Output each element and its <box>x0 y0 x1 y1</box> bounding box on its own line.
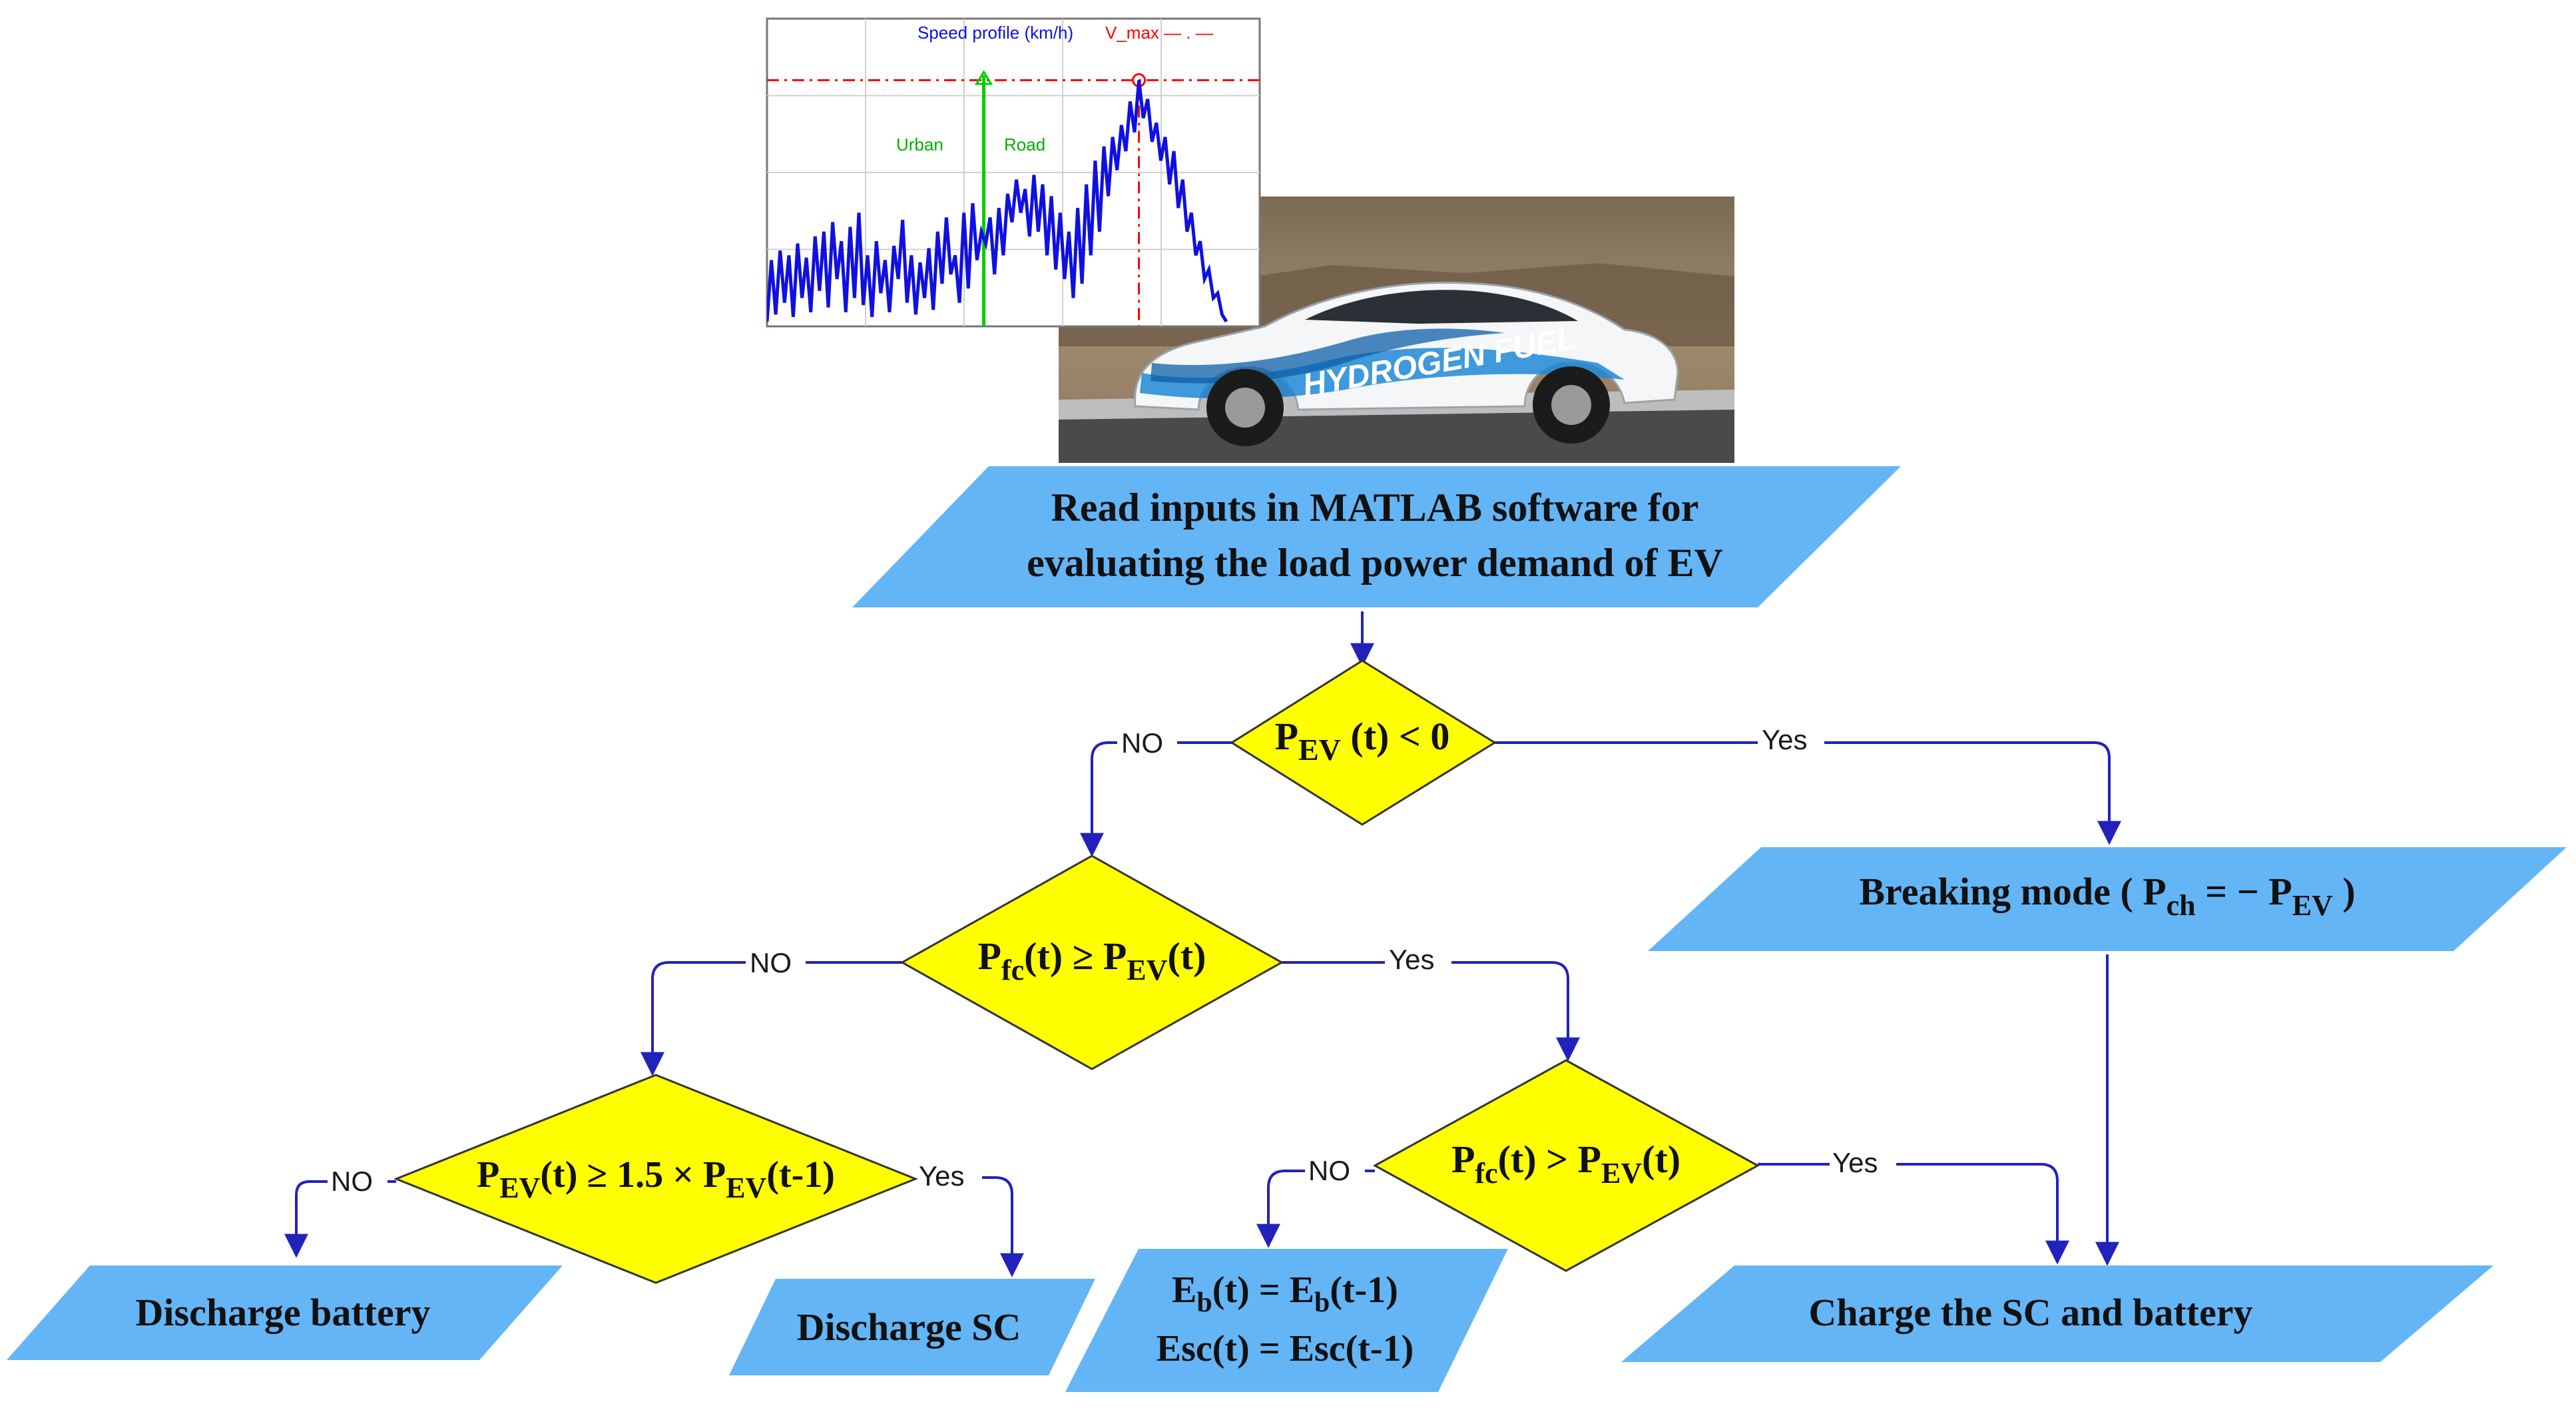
decision-pfc-gt-pev: Pfc(t) > PEV(t) <box>1372 1059 1760 1272</box>
node-braking-mode: Breaking mode ( Pch = − PEV ) <box>1648 847 2567 951</box>
edge-label-no-2: NO <box>750 947 792 978</box>
decision-pev-ge-1-5: PEV(t) ≥ 1.5 × PEV(t-1) <box>393 1074 919 1284</box>
connector-dec1-yes <box>1495 741 2121 845</box>
decision-3-sub2: EV <box>726 1172 766 1204</box>
decision-4-sub2: EV <box>1601 1157 1642 1190</box>
connectors <box>284 611 2121 1277</box>
decision-3-sub1: EV <box>499 1172 540 1204</box>
edge-label-yes-4: Yes <box>1832 1147 1878 1178</box>
decision-pfc-ge-pev: Pfc(t) ≥ PEV(t) <box>900 855 1284 1070</box>
hold-energy-l1-pre: E <box>1172 1269 1196 1311</box>
braking-mode-shape <box>1648 847 2567 951</box>
car-photo: HYDROGEN FUEL <box>1059 196 1734 463</box>
braking-post: ) <box>2333 870 2356 913</box>
decision-3-mid: (t) ≥ 1.5 × P <box>540 1154 726 1196</box>
decision-2-label: Pfc(t) ≥ PEV(t) <box>978 934 1206 986</box>
braking-mode-label: Breaking mode ( Pch = − PEV ) <box>1859 870 2355 922</box>
connector-dec4-yes <box>1758 1163 2069 1265</box>
decision-3-post: (t-1) <box>766 1154 835 1196</box>
decision-4-diamond <box>1372 1059 1760 1272</box>
speed-profile-chart: Speed profile (km/h) V_max — . — Urban R… <box>766 17 1261 328</box>
hold-energy-l1-mid: (t) = E <box>1212 1269 1314 1311</box>
edge-labels: NO Yes NO Yes NO Yes NO Yes <box>328 724 1896 1200</box>
hold-energy-line2: Esc(t) = Esc(t-1) <box>1157 1328 1414 1369</box>
car-body: HYDROGEN FUEL <box>1133 281 1679 446</box>
connector-dec2-yes <box>1282 961 1580 1062</box>
speed-series-line <box>767 80 1228 323</box>
decision-2-sub2: EV <box>1127 954 1167 986</box>
decision-3-label: PEV(t) ≥ 1.5 × PEV(t-1) <box>477 1154 835 1204</box>
edge-label-yes-1: Yes <box>1762 724 1808 755</box>
braking-pre: Breaking mode ( P <box>1859 870 2166 913</box>
discharge-battery-label: Discharge battery <box>136 1291 431 1334</box>
decision-4-sub1: fc <box>1475 1157 1497 1190</box>
node-read-inputs: Read inputs in MATLAB software for evalu… <box>852 466 1901 607</box>
decision-2-sub1: fc <box>1001 954 1024 986</box>
braking-sub2: EV <box>2292 889 2333 922</box>
node-hold-energy: Eb(t) = Eb(t-1) Esc(t) = Esc(t-1) <box>1065 1249 1508 1392</box>
discharge-sc-label: Discharge SC <box>797 1305 1021 1349</box>
connector-dec2-no <box>641 961 902 1076</box>
connector-dec3-no <box>284 1180 396 1258</box>
connector-dec4-no <box>1256 1170 1375 1248</box>
decision-1-diamond <box>1230 659 1497 826</box>
decision-2-diamond <box>900 855 1284 1070</box>
decision-pev-negative: PEV (t) < 0 <box>1230 659 1497 826</box>
node-charge: Charge the SC and battery <box>1621 1265 2493 1362</box>
edge-label-no-1: NO <box>1121 727 1163 759</box>
hold-energy-l1-post: (t-1) <box>1330 1269 1398 1311</box>
decision-3-p: P <box>477 1154 499 1196</box>
node-discharge-battery: Discharge battery <box>7 1265 563 1360</box>
decision-1-label: PEV (t) < 0 <box>1275 715 1450 767</box>
decision-4-mid: (t) > P <box>1498 1138 1601 1181</box>
decision-2-mid: (t) ≥ P <box>1024 934 1127 978</box>
hold-energy-shape <box>1065 1249 1508 1392</box>
hold-energy-line1: Eb(t) = Eb(t-1) <box>1172 1269 1398 1318</box>
charge-shape <box>1621 1265 2493 1362</box>
chart-zone-road: Road <box>1004 135 1045 155</box>
charge-label: Charge the SC and battery <box>1809 1291 2253 1334</box>
discharge-battery-shape <box>7 1265 563 1360</box>
connector-dec3-yes <box>915 1176 1024 1277</box>
read-inputs-line1: Read inputs in MATLAB software for <box>1051 486 1699 529</box>
chart-legend-vmax: V_max — . — <box>1105 23 1213 43</box>
read-inputs-line2: evaluating the load power demand of EV <box>1027 541 1723 585</box>
decision-4-label: Pfc(t) > PEV(t) <box>1451 1138 1680 1190</box>
chart-zone-marker <box>974 70 993 85</box>
decision-1-rest: (t) < 0 <box>1341 715 1450 758</box>
chart-zone-urban: Urban <box>896 135 943 155</box>
discharge-sc-shape <box>729 1279 1095 1375</box>
decision-1-sub: EV <box>1298 733 1341 767</box>
edge-label-no-3: NO <box>331 1166 373 1197</box>
braking-mid: = − P <box>2196 870 2292 913</box>
decision-4-post: (t) <box>1642 1138 1680 1181</box>
decision-3-diamond <box>393 1074 919 1284</box>
chart-legend-speed: Speed profile (km/h) <box>917 23 1073 43</box>
edge-label-yes-3: Yes <box>919 1160 965 1192</box>
decision-4-p: P <box>1451 1138 1475 1181</box>
hold-energy-l1-sub1: b <box>1196 1287 1212 1318</box>
decision-1-p: P <box>1275 715 1298 758</box>
decision-2-p: P <box>978 934 1001 978</box>
connector-dec1-no <box>1080 741 1232 857</box>
edge-label-yes-2: Yes <box>1389 944 1435 975</box>
hold-energy-l1-sub2: b <box>1314 1287 1330 1318</box>
edge-label-no-4: NO <box>1308 1155 1350 1186</box>
node-discharge-sc: Discharge SC <box>729 1279 1095 1375</box>
decision-2-post: (t) <box>1168 934 1206 978</box>
chart-markers <box>767 70 1260 326</box>
braking-sub1: ch <box>2167 889 2196 922</box>
read-inputs-shape <box>852 466 1901 607</box>
